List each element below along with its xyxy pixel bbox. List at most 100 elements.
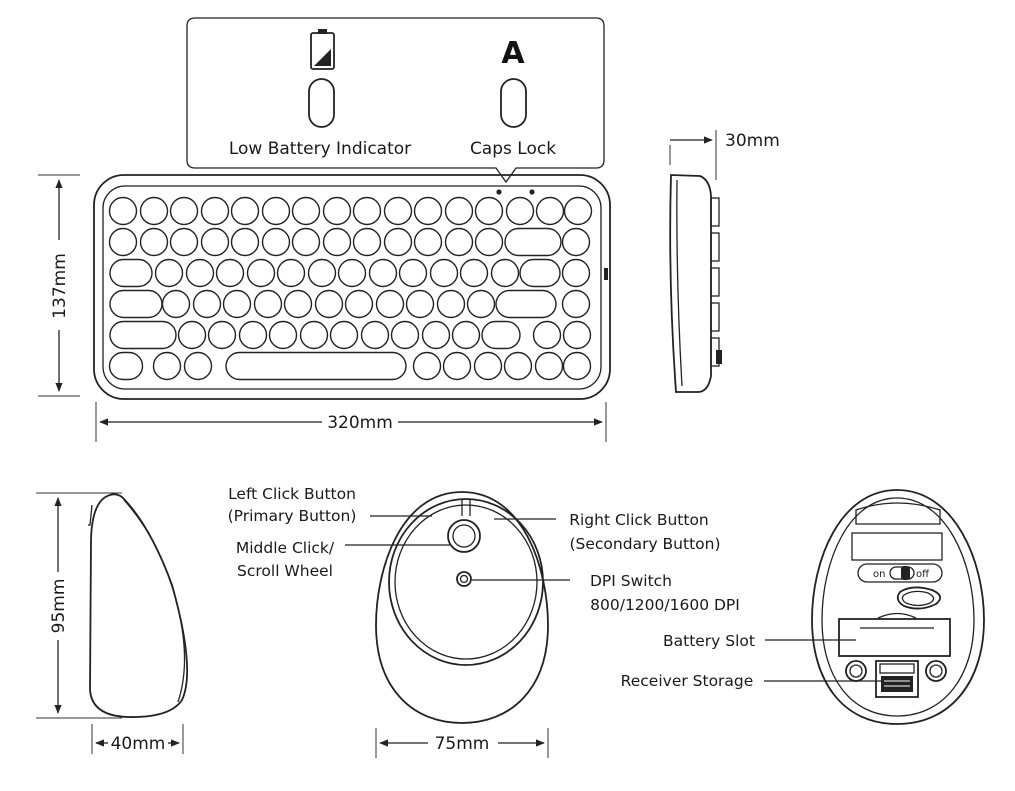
keyboard-key xyxy=(152,351,182,381)
keyboard-key xyxy=(322,196,352,226)
caps-lock-letter-icon: A xyxy=(501,36,525,71)
keyboard-key xyxy=(532,320,562,350)
keyboard-key xyxy=(495,289,557,319)
battery-slot-label: Battery Slot xyxy=(663,632,755,650)
keyboard-key xyxy=(161,289,191,319)
keyboard-key xyxy=(383,227,413,257)
switch-on-label: on xyxy=(873,569,885,580)
keyboard-key xyxy=(222,289,252,319)
mouse-side-width-label: 40mm xyxy=(111,734,166,754)
keyboard-key xyxy=(562,351,592,381)
keyboard-key xyxy=(368,258,398,288)
keyboard-key xyxy=(503,351,533,381)
left-click-label-line1: Left Click Button xyxy=(228,485,356,503)
mouse-top-width-label: 75mm xyxy=(435,734,490,754)
keyboard-key xyxy=(177,320,207,350)
keyboard-key xyxy=(253,289,283,319)
battery-icon xyxy=(310,29,335,70)
right-click-label-line2: (Secondary Button) xyxy=(569,535,720,553)
keyboard-key xyxy=(283,289,313,319)
keyboard-key xyxy=(473,351,503,381)
keyboard-key xyxy=(561,289,591,319)
keyboard-key xyxy=(108,196,138,226)
mouse-side-view: 95mm 40mm xyxy=(36,492,189,754)
keyboard-width-label: 320mm xyxy=(327,413,393,433)
keyboard-key xyxy=(474,196,504,226)
keyboard-key xyxy=(225,351,407,381)
mouse-annotations: Left Click Button (Primary Button) Middl… xyxy=(228,485,881,690)
keyboard-height-label: 137mm xyxy=(50,253,70,319)
keyboard-key xyxy=(459,258,489,288)
keyboard-key xyxy=(421,320,451,350)
keyboard-key xyxy=(185,258,215,288)
right-click-label-line1: Right Click Button xyxy=(569,511,709,529)
dpi-switch-label-line1: DPI Switch xyxy=(590,572,672,590)
keyboard-key xyxy=(504,227,562,257)
dpi-switch-button xyxy=(456,571,472,587)
keyboard-side-view: 30mm xyxy=(669,130,780,393)
keyboard-key xyxy=(352,227,382,257)
battery-led-icon xyxy=(308,78,335,128)
keyboard-width-dimension: 320mm xyxy=(95,402,607,442)
mouse-top-view: 75mm xyxy=(375,491,549,758)
keyboard-key xyxy=(466,289,496,319)
keyboard-top-view xyxy=(93,174,611,400)
keyboard-key xyxy=(413,196,443,226)
keyboard-key xyxy=(481,320,521,350)
keyboard-key xyxy=(200,227,230,257)
keyboard-key xyxy=(444,196,474,226)
keyboard-key xyxy=(451,320,481,350)
keyboard-key xyxy=(412,351,442,381)
keyboard-key xyxy=(154,258,184,288)
left-click-label-line2: (Primary Button) xyxy=(228,507,357,525)
keyboard-key xyxy=(307,258,337,288)
keyboard-key xyxy=(561,258,591,288)
keyboard-key xyxy=(519,258,561,288)
keyboard-key xyxy=(200,196,230,226)
caps-led-icon xyxy=(500,78,527,128)
keyboard-key xyxy=(109,289,163,319)
scroll-wheel xyxy=(447,519,481,553)
keyboard-key xyxy=(246,258,276,288)
keyboard-key xyxy=(108,351,144,381)
keyboard-key xyxy=(436,289,466,319)
keyboard-key xyxy=(360,320,390,350)
receiver-storage-label: Receiver Storage xyxy=(621,672,754,690)
keyboard-key xyxy=(169,196,199,226)
power-switch xyxy=(857,563,943,583)
low-battery-indicator-label: Low Battery Indicator xyxy=(229,139,411,159)
keyboard-key xyxy=(562,320,592,350)
keyboard-key xyxy=(534,351,564,381)
keyboard-key xyxy=(405,289,435,319)
keyboard-key xyxy=(276,258,306,288)
dpi-switch-label-line2: 800/1200/1600 DPI xyxy=(590,596,740,614)
keyboard-key xyxy=(238,320,268,350)
keyboard-key xyxy=(207,320,237,350)
keyboard-key xyxy=(383,196,413,226)
keyboard-key xyxy=(505,196,535,226)
keyboard-key xyxy=(329,320,359,350)
keyboard-key xyxy=(230,196,260,226)
keyboard-key xyxy=(535,196,565,226)
keyboard-key xyxy=(183,351,213,381)
keyboard-key xyxy=(398,258,428,288)
middle-click-label-line1: Middle Click/ xyxy=(236,539,335,557)
keyboard-key xyxy=(561,227,591,257)
keyboard-key xyxy=(215,258,245,288)
keyboard-key xyxy=(139,196,169,226)
keyboard-key xyxy=(563,196,593,226)
keyboard-key xyxy=(390,320,420,350)
keyboard-key xyxy=(344,289,374,319)
mouse-bottom-view: on off xyxy=(811,489,985,725)
keyboard-key xyxy=(490,258,520,288)
keyboard-key xyxy=(291,227,321,257)
keyboard-key xyxy=(322,227,352,257)
caps-lock-led xyxy=(529,189,535,195)
keyboard-keys xyxy=(108,196,593,381)
keyboard-key xyxy=(261,227,291,257)
keyboard-key xyxy=(337,258,367,288)
keyboard-key xyxy=(375,289,405,319)
receiver-storage xyxy=(875,660,919,698)
keyboard-key xyxy=(413,227,443,257)
